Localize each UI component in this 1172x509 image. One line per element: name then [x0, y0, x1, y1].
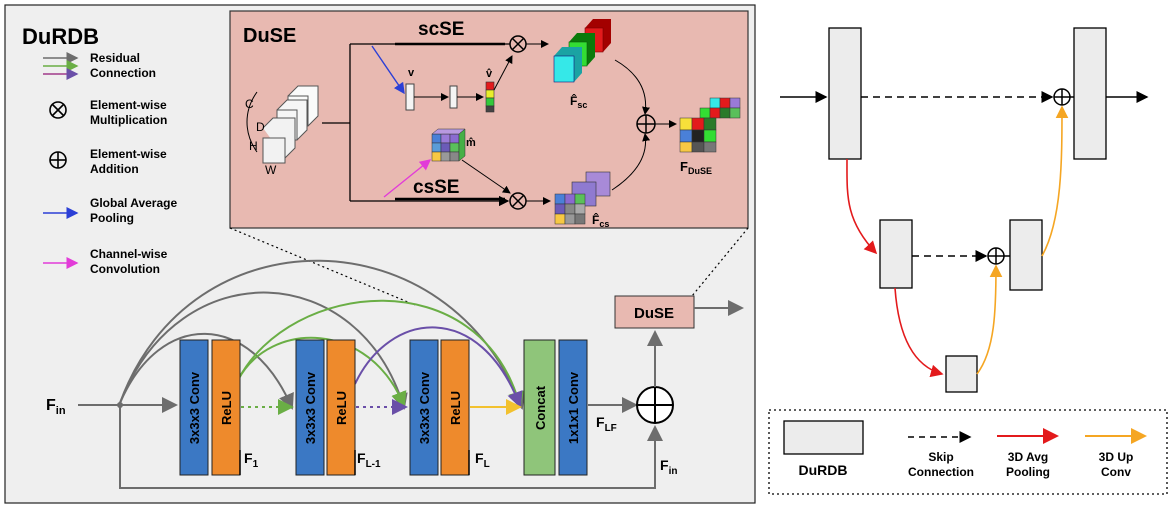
enc-block-1: [828, 27, 862, 160]
svg-text:3x3x3 Conv: 3x3x3 Conv: [417, 371, 432, 444]
legend: Residual Connection Element-wise Multipl…: [43, 51, 177, 276]
csse-label: csSE: [413, 177, 459, 198]
relu-block-3: ReLU: [440, 339, 470, 476]
f-sc-cubes: [553, 19, 611, 83]
otimes-icon: [49, 101, 67, 119]
svg-text:ReLU: ReLU: [448, 391, 463, 425]
legend-durdb-label: DuRDB: [799, 462, 848, 478]
dim-d: D: [256, 120, 265, 134]
dim-w: W: [265, 163, 277, 177]
unet-add-1: [1053, 88, 1071, 106]
relu-block-1: ReLU: [211, 339, 241, 476]
arrows-icon: [43, 52, 79, 80]
legend-residual-2: Connection: [90, 66, 156, 80]
legend-cwc-1: Channel-wise: [90, 247, 168, 261]
conv-block-2: 3x3x3 Conv: [295, 339, 325, 476]
legend-pool-2: Pooling: [1006, 465, 1050, 479]
residual-arcs: [119, 259, 525, 410]
relu-block-2: ReLU: [326, 339, 356, 476]
fl1-label: FL-1: [357, 450, 381, 470]
unet-diagram: [780, 27, 1149, 393]
svg-text:ReLU: ReLU: [334, 391, 349, 425]
f-in-label: Fin: [46, 397, 66, 417]
scse-label: scSE: [418, 19, 464, 40]
legend-pool-1: 3D Avg: [1008, 450, 1048, 464]
svg-text:DuSE: DuSE: [634, 305, 674, 322]
csse-multiply: [509, 192, 527, 210]
f-cs-label: F̂cs: [592, 212, 609, 229]
svg-text:Concat: Concat: [533, 385, 548, 430]
f-sc-label: F̂sc: [570, 93, 587, 110]
legend-gap-1: Global Average: [90, 196, 177, 210]
concat-block: Concat: [523, 339, 556, 476]
f-duse-label: FDuSE: [680, 159, 712, 176]
svg-text:3x3x3 Conv: 3x3x3 Conv: [303, 371, 318, 444]
conv-block-3: 3x3x3 Conv: [409, 339, 439, 476]
conv1x1-block: 1x1x1 Conv: [558, 339, 588, 476]
unet-add-2: [987, 247, 1005, 265]
f-duse-cubes: [679, 97, 741, 153]
legend-gap-2: Pooling: [90, 211, 134, 225]
unet-legend: DuRDB Skip Connection 3D Avg Pooling 3D …: [768, 409, 1168, 495]
v-hat-label: v̂: [486, 68, 493, 80]
legend-add-1: Element-wise: [90, 147, 167, 161]
dims-brace: [246, 91, 258, 153]
zoom-line-left: [229, 227, 416, 306]
legend-up-1: 3D Up: [1099, 450, 1134, 464]
flf-label: FLF: [596, 414, 617, 434]
conv-block-1: 3x3x3 Conv: [179, 339, 209, 476]
duse-title: DuSE: [243, 25, 296, 47]
f-cs-cubes: [554, 171, 611, 225]
legend-up-2: Conv: [1101, 465, 1131, 479]
duse-block: DuSE: [614, 295, 695, 329]
scse-multiply: [509, 35, 527, 53]
oplus-icon: [49, 151, 67, 169]
v-vector: [405, 83, 415, 111]
legend-mult-1: Element-wise: [90, 98, 167, 112]
dim-c: C: [245, 97, 254, 111]
final-add: [636, 386, 674, 424]
svg-text:1x1x1 Conv: 1x1x1 Conv: [566, 371, 581, 444]
legend-mult-2: Multiplication: [90, 113, 167, 127]
input-cubes: [262, 85, 319, 164]
fl-label: FL: [475, 450, 490, 470]
legend-cwc-2: Convolution: [90, 262, 160, 276]
enc-block-2: [879, 219, 913, 289]
legend-add-2: Addition: [90, 162, 139, 176]
dec-block-1: [1073, 27, 1107, 160]
f-in-bottom-label: Fin: [660, 457, 677, 477]
legend-skip-2: Connection: [908, 465, 974, 479]
dim-h: H: [249, 139, 258, 153]
duse-add: [636, 114, 656, 134]
duse-panel: DuSE C D H W scSE csSE v: [229, 10, 749, 229]
svg-text:ReLU: ReLU: [219, 391, 234, 425]
durdb-title: DuRDB: [22, 24, 99, 49]
legend-durdb-icon: [783, 420, 864, 455]
svg-text:3x3x3 Conv: 3x3x3 Conv: [187, 371, 202, 444]
m-hat-cube: [431, 128, 466, 162]
v-label: v: [408, 67, 415, 79]
legend-residual-1: Residual: [90, 51, 140, 65]
m-hat-label: m̂: [466, 137, 476, 149]
legend-skip-1: Skip: [928, 450, 953, 464]
f1-label: F1: [244, 450, 259, 470]
v-hat-vector: [485, 81, 495, 113]
bottleneck-block: [945, 355, 978, 393]
dec-block-2: [1009, 219, 1043, 291]
